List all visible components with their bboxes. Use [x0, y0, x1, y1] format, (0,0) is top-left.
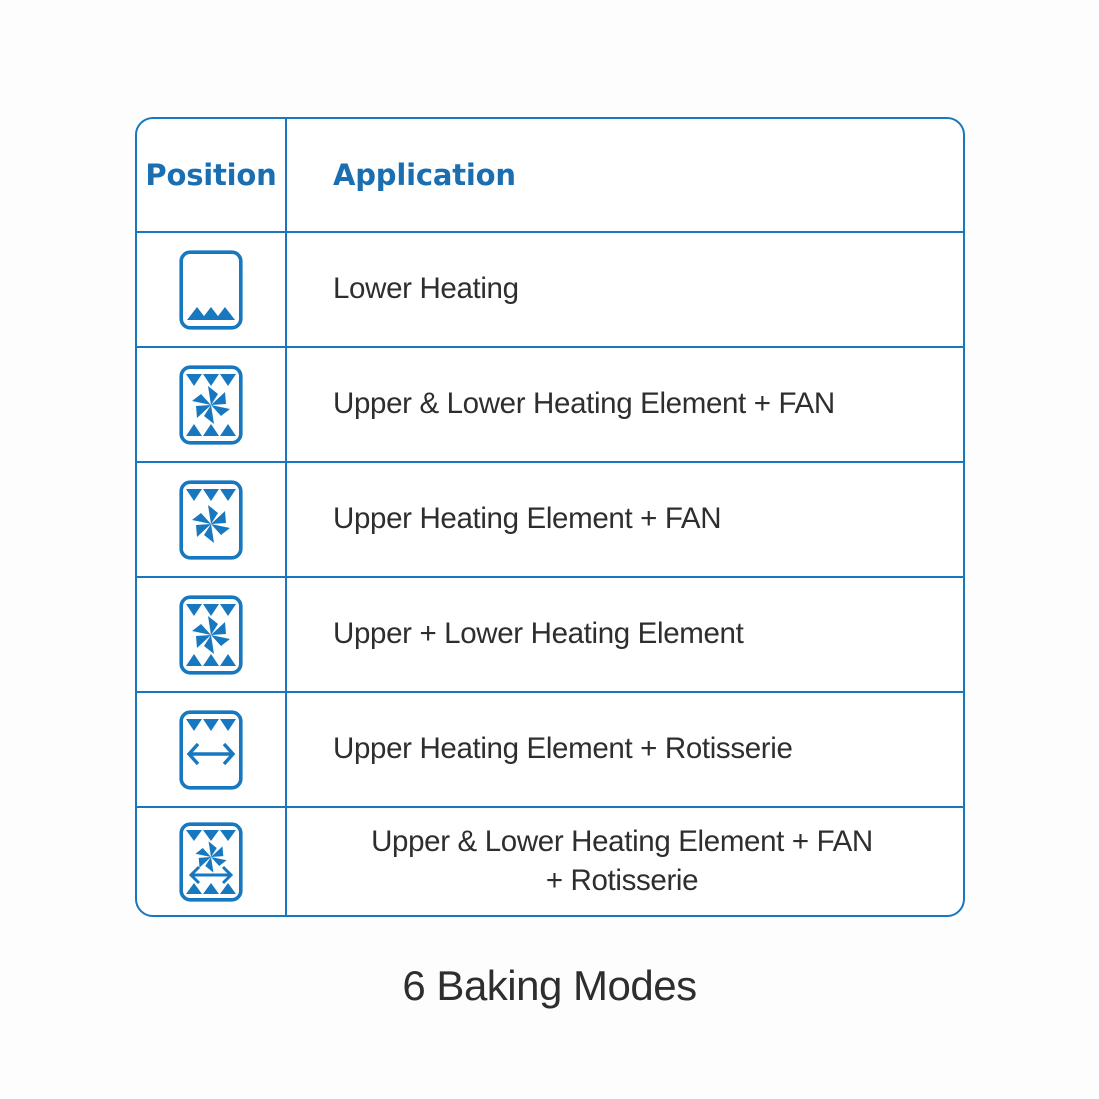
position-cell: [137, 578, 287, 691]
upper-heating-rotisserie-icon: [179, 709, 243, 790]
application-label: Upper & Lower Heating Element + FAN: [333, 387, 835, 421]
header-label-position: Position: [145, 158, 277, 192]
application-label-line1: Upper & Lower Heating Element + FAN: [371, 825, 873, 859]
baking-modes-table: Position Application: [135, 117, 965, 917]
application-cell: Upper Heating Element + Rotisserie: [287, 693, 963, 806]
table-row: Upper & Lower Heating Element + FAN + Ro…: [137, 808, 963, 916]
upper-heating-fan-icon: [179, 479, 243, 560]
caption: 6 Baking Modes: [402, 962, 697, 1009]
upper-lower-heating-fan-icon: [179, 364, 243, 445]
table-row: Upper + Lower Heating Element: [137, 578, 963, 693]
table-row: Lower Heating: [137, 233, 963, 348]
table-row: Upper Heating Element + FAN: [137, 463, 963, 578]
table-row: Upper & Lower Heating Element + FAN: [137, 348, 963, 463]
table-row: Upper Heating Element + Rotisserie: [137, 693, 963, 808]
position-cell: [137, 463, 287, 576]
position-cell: [137, 693, 287, 806]
application-cell: Upper & Lower Heating Element + FAN + Ro…: [287, 808, 963, 916]
position-cell: [137, 348, 287, 461]
position-cell: [137, 808, 287, 916]
header-cell-application: Application: [287, 119, 963, 231]
application-cell: Upper & Lower Heating Element + FAN: [287, 348, 963, 461]
application-label: Upper Heating Element + FAN: [333, 502, 722, 536]
upper-lower-heating-fan-rotisserie-icon: [179, 822, 243, 902]
table-header-row: Position Application: [137, 119, 963, 233]
application-label: Lower Heating: [333, 272, 519, 306]
upper-lower-heating-icon: [179, 594, 243, 675]
lower-heating-icon: [179, 249, 243, 330]
application-label-line2: + Rotisserie: [545, 864, 699, 897]
application-label: Upper + Lower Heating Element: [333, 617, 744, 651]
header-cell-position: Position: [137, 119, 287, 231]
application-label: Upper Heating Element + Rotisserie: [333, 732, 793, 766]
application-cell: Lower Heating: [287, 233, 963, 346]
header-label-application: Application: [333, 158, 516, 192]
position-cell: [137, 233, 287, 346]
application-cell: Upper Heating Element + FAN: [287, 463, 963, 576]
application-cell: Upper + Lower Heating Element: [287, 578, 963, 691]
application-label: Upper & Lower Heating Element + FAN + Ro…: [333, 823, 947, 901]
